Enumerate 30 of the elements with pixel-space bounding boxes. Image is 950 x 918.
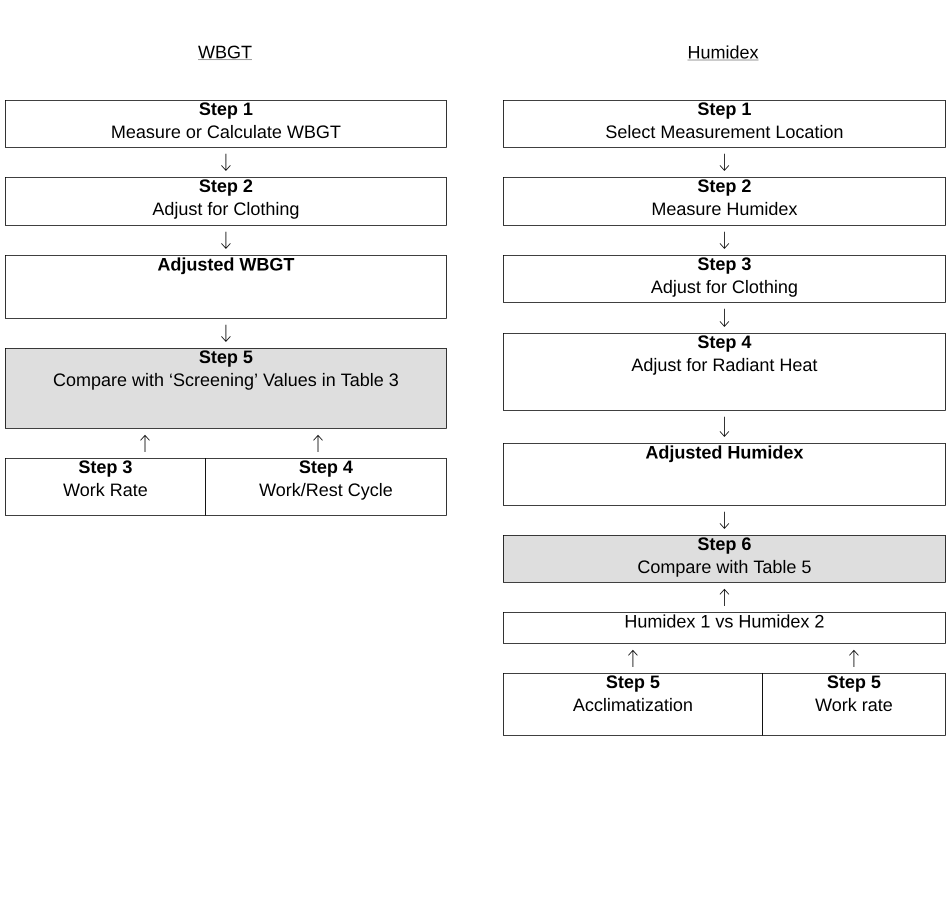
- step-box: Step 6 Compare with Table 5: [503, 535, 946, 583]
- arrow: [313, 434, 323, 452]
- step-box: Step 4 Adjust for Radiant Heat: [503, 333, 946, 411]
- step-box: Humidex 1 vs Humidex 2: [503, 612, 946, 644]
- step-box: Adjusted Humidex: [503, 443, 946, 506]
- step-box: Step 5 Work rate: [762, 673, 946, 736]
- arrow: [849, 650, 859, 668]
- step-box: Step 1 Measure or Calculate WBGT: [5, 100, 447, 148]
- arrow: [140, 434, 150, 452]
- step-box: Step 2 Measure Humidex: [503, 177, 946, 226]
- arrow: [720, 416, 730, 437]
- step-box: Step 5 Acclimatization: [503, 673, 763, 736]
- step-box: Step 5 Compare with ‘Screening’ Values in Table 3: [5, 348, 447, 429]
- arrow: [720, 511, 730, 529]
- arrow: [720, 231, 730, 249]
- arrow: [720, 308, 730, 327]
- step-box: Step 3 Adjust for Clothing: [503, 255, 946, 303]
- column-heading: Humidex: [687, 45, 759, 60]
- arrow: [221, 153, 231, 171]
- step-box: Step 2 Adjust for Clothing: [5, 177, 447, 226]
- step-box: Step 4 Work/Rest Cycle: [205, 458, 447, 516]
- arrow: [221, 231, 231, 249]
- arrow: [720, 153, 730, 171]
- step-box: Adjusted WBGT: [5, 255, 447, 319]
- arrow: [628, 650, 638, 668]
- arrow: [720, 588, 730, 606]
- column-heading: WBGT: [198, 46, 252, 60]
- step-box: Step 3 Work Rate: [5, 458, 206, 516]
- arrow: [221, 324, 231, 342]
- step-box: Step 1 Select Measurement Location: [503, 100, 946, 148]
